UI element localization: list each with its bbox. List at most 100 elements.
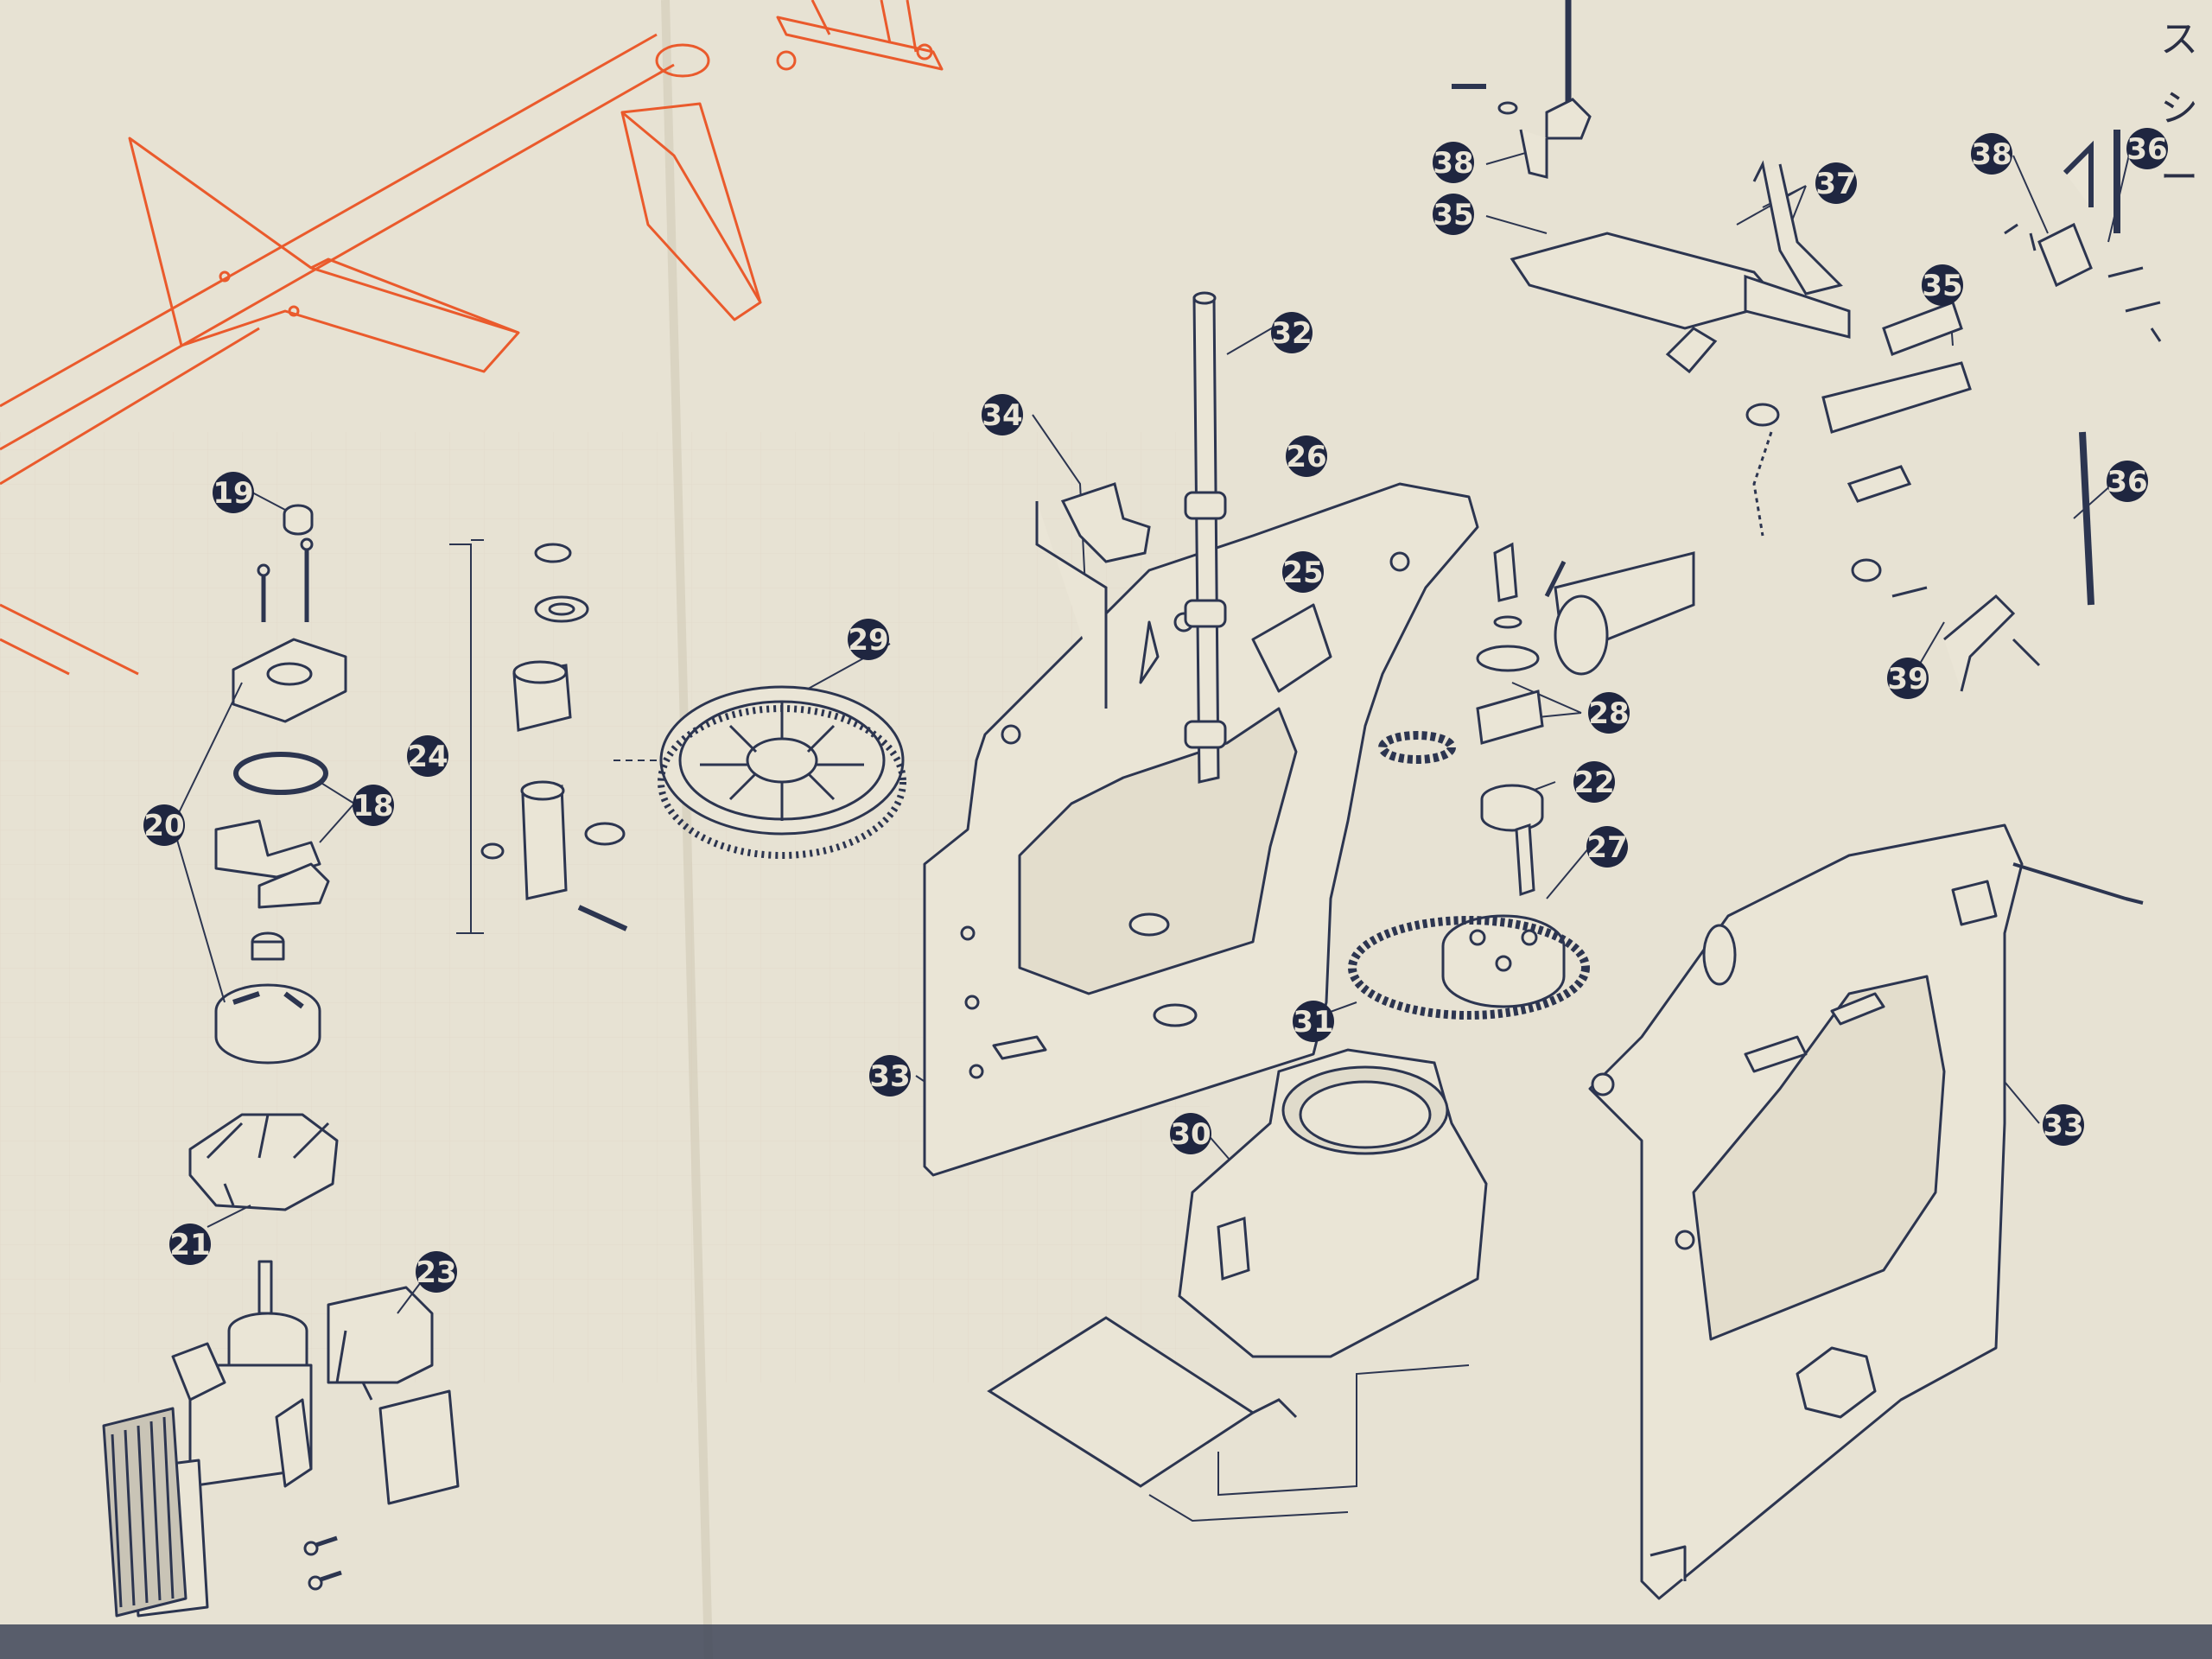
- callout-number: 34: [982, 398, 1022, 433]
- callout-c18: 18: [353, 785, 394, 826]
- bracket-34: [1035, 482, 1151, 709]
- callout-c37: 37: [1815, 162, 1857, 204]
- callout-c28: 28: [1588, 692, 1630, 734]
- callout-c29: 29: [848, 619, 889, 660]
- callout-c36b: 36: [2107, 461, 2148, 502]
- callout-c35b: 35: [1922, 264, 1963, 306]
- margin-text: ス シ ー: [2160, 17, 2198, 200]
- callout-disc: [1573, 761, 1615, 803]
- callout-c33a: 33: [869, 1055, 911, 1096]
- margin-char-2: シ: [2160, 86, 2198, 130]
- callout-disc: [1887, 658, 1929, 699]
- callout-number: 35: [1922, 269, 1962, 303]
- callout-disc: [982, 394, 1023, 435]
- callout-disc: [848, 619, 889, 660]
- callout-c24: 24: [407, 735, 448, 777]
- main-shaft: [1184, 291, 1227, 784]
- callout-c20: 20: [143, 804, 185, 846]
- callout-c21: 21: [169, 1224, 211, 1265]
- callout-number: 36: [2107, 465, 2147, 499]
- callout-number: 26: [1286, 440, 1326, 474]
- callout-c25: 25: [1282, 551, 1324, 593]
- callout-number: 39: [1887, 662, 1928, 696]
- bearing-group: [480, 543, 628, 931]
- main-gear: [658, 685, 906, 859]
- callout-number: 37: [1815, 167, 1856, 201]
- callout-disc: [2043, 1104, 2084, 1146]
- callout-disc: [213, 472, 254, 513]
- callout-disc: [407, 735, 448, 777]
- callout-number: 21: [169, 1228, 210, 1262]
- main-frame-left: [923, 482, 1479, 1177]
- callout-number: 23: [416, 1255, 456, 1290]
- main-frame-right: [1588, 823, 2144, 1600]
- callout-c39: 39: [1887, 658, 1929, 699]
- callout-number: 28: [1588, 696, 1629, 731]
- callout-number: 27: [1586, 830, 1627, 865]
- callout-number: 22: [1573, 766, 1614, 800]
- callout-disc: [169, 1224, 211, 1265]
- callout-c26: 26: [1286, 435, 1327, 477]
- callout-disc: [2126, 128, 2168, 169]
- margin-char-3: ー: [2160, 156, 2198, 200]
- callout-number: 35: [1433, 198, 1473, 232]
- callout-c23: 23: [416, 1251, 457, 1293]
- orange-tail-boom-drawing: [0, 0, 944, 676]
- gear-stack: [1378, 542, 1695, 1008]
- callout-c27: 27: [1586, 826, 1628, 868]
- callout-number: 20: [143, 809, 184, 843]
- callout-c19: 19: [213, 472, 254, 513]
- callout-number: 38: [1971, 137, 2012, 172]
- bottom-shadow: [0, 1624, 2212, 1659]
- callout-disc: [1588, 692, 1630, 734]
- clutch-engine-assembly: [102, 504, 460, 1618]
- page-fold-crease: [661, 0, 713, 1659]
- callout-disc: [143, 804, 185, 846]
- callout-number: 31: [1293, 1005, 1333, 1039]
- callout-c30: 30: [1170, 1113, 1211, 1154]
- callout-number: 19: [213, 476, 253, 511]
- callout-c22: 22: [1573, 761, 1615, 803]
- callout-number: 18: [353, 789, 393, 823]
- control-linkage: [1452, 0, 2162, 692]
- callout-number: 38: [1433, 146, 1473, 181]
- callout-c38b: 38: [1971, 133, 2012, 175]
- drive-belt: [1348, 916, 1590, 1020]
- margin-char-1: ス: [2160, 17, 2198, 61]
- bottom-plate: [987, 1316, 1470, 1522]
- callout-number: 29: [848, 623, 888, 658]
- callout-number: 33: [2043, 1109, 2083, 1143]
- callout-disc: [1293, 1001, 1334, 1042]
- callout-c31: 31: [1293, 1001, 1334, 1042]
- callout-number: 36: [2126, 132, 2167, 167]
- fan-housing: [1178, 1048, 1488, 1358]
- callout-disc: [1922, 264, 1963, 306]
- callout-disc: [353, 785, 394, 826]
- callout-c34: 34: [982, 394, 1023, 435]
- callout-number: 33: [869, 1059, 910, 1094]
- callout-disc: [1271, 312, 1313, 353]
- callout-disc: [1170, 1113, 1211, 1154]
- callout-disc: [1282, 551, 1324, 593]
- callout-group: 19 20 18 24 29 21 23 34 32 26 25 28 22 27 31 33 30 33 38 35…: [143, 128, 2168, 1293]
- callout-number: 25: [1282, 556, 1323, 590]
- callout-disc: [1433, 194, 1474, 235]
- callout-disc: [1433, 142, 1474, 183]
- callout-disc: [1971, 133, 2012, 175]
- callout-number: 24: [407, 740, 448, 774]
- callout-c32: 32: [1271, 312, 1313, 353]
- callout-number: 30: [1170, 1117, 1211, 1152]
- callout-disc: [1586, 826, 1628, 868]
- callout-disc: [416, 1251, 457, 1293]
- callout-disc: [869, 1055, 911, 1096]
- callout-c36a: 36: [2126, 128, 2168, 169]
- callout-disc: [1286, 435, 1327, 477]
- callout-c38a: 38: [1433, 142, 1474, 183]
- callout-c35a: 35: [1433, 194, 1474, 235]
- callout-disc: [1815, 162, 1857, 204]
- callout-disc: [2107, 461, 2148, 502]
- callout-number: 32: [1271, 316, 1312, 351]
- callout-c33b: 33: [2043, 1104, 2084, 1146]
